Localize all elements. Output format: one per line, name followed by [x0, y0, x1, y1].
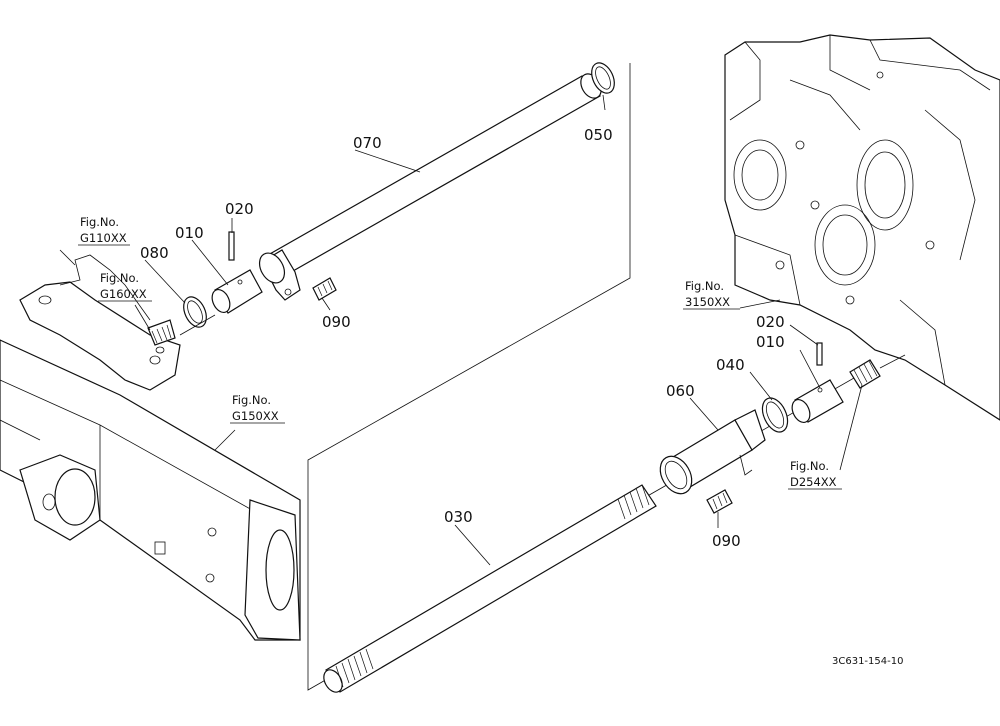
fig-ref-g110: Fig.No. G110XX — [78, 215, 130, 246]
axis-line-left — [179, 314, 216, 336]
spring-pin-020-left — [228, 231, 235, 261]
svg-text:G160XX: G160XX — [100, 287, 147, 301]
label-010-left: 010 — [175, 224, 204, 242]
svg-text:Fig.No.: Fig.No. — [80, 215, 119, 229]
spring-pin-020-right — [816, 342, 823, 366]
label-010-right: 010 — [756, 333, 785, 351]
svg-text:3150XX: 3150XX — [685, 295, 730, 309]
shaft-pipe-070 — [258, 73, 602, 301]
o-ring-080 — [183, 296, 207, 328]
svg-text:Fig.No.: Fig.No. — [232, 393, 271, 407]
svg-text:Fig.No.: Fig.No. — [790, 459, 829, 473]
drawing-code: 3C631-154-10 — [832, 656, 903, 667]
label-090-right: 090 — [712, 532, 741, 550]
svg-text:G110XX: G110XX — [80, 231, 127, 245]
collar-010-right — [791, 379, 844, 423]
transmission-gear-case — [724, 34, 1000, 421]
label-060: 060 — [666, 382, 695, 400]
label-070: 070 — [353, 134, 382, 152]
svg-text:Fig.No.: Fig.No. — [685, 279, 724, 293]
spline-end-upper — [617, 484, 650, 520]
plug-bolt-090-right — [706, 489, 733, 514]
label-050: 050 — [584, 126, 613, 144]
label-040: 040 — [716, 356, 745, 374]
label-020-left: 020 — [225, 200, 254, 218]
svg-text:Fig.No.: Fig.No. — [100, 271, 139, 285]
sleeve-060 — [659, 409, 766, 495]
fig-ref-d254: Fig.No. D254XX — [788, 459, 842, 490]
label-020-right: 020 — [756, 313, 785, 331]
fig-ref-3150: Fig.No. 3150XX — [683, 279, 740, 310]
svg-text:G150XX: G150XX — [232, 409, 279, 423]
label-030: 030 — [444, 508, 473, 526]
axis-line-right — [879, 354, 906, 369]
fig-ref-g150: Fig.No. G150XX — [230, 393, 285, 424]
splined-coupling-d254 — [849, 359, 881, 389]
leader-lines — [59, 94, 863, 566]
svg-text:D254XX: D254XX — [790, 475, 837, 489]
o-ring-050 — [591, 62, 615, 94]
fig-ref-g160: Fig.No. G160XX — [98, 271, 152, 302]
o-ring-040 — [761, 397, 789, 433]
label-090-left: 090 — [322, 313, 351, 331]
plug-bolt-090-left — [312, 277, 337, 301]
shaft-030 — [323, 484, 657, 693]
spline-end-lower — [335, 648, 374, 688]
label-080: 080 — [140, 244, 169, 262]
collar-010-left — [211, 269, 263, 314]
front-axle-housing — [0, 254, 301, 641]
